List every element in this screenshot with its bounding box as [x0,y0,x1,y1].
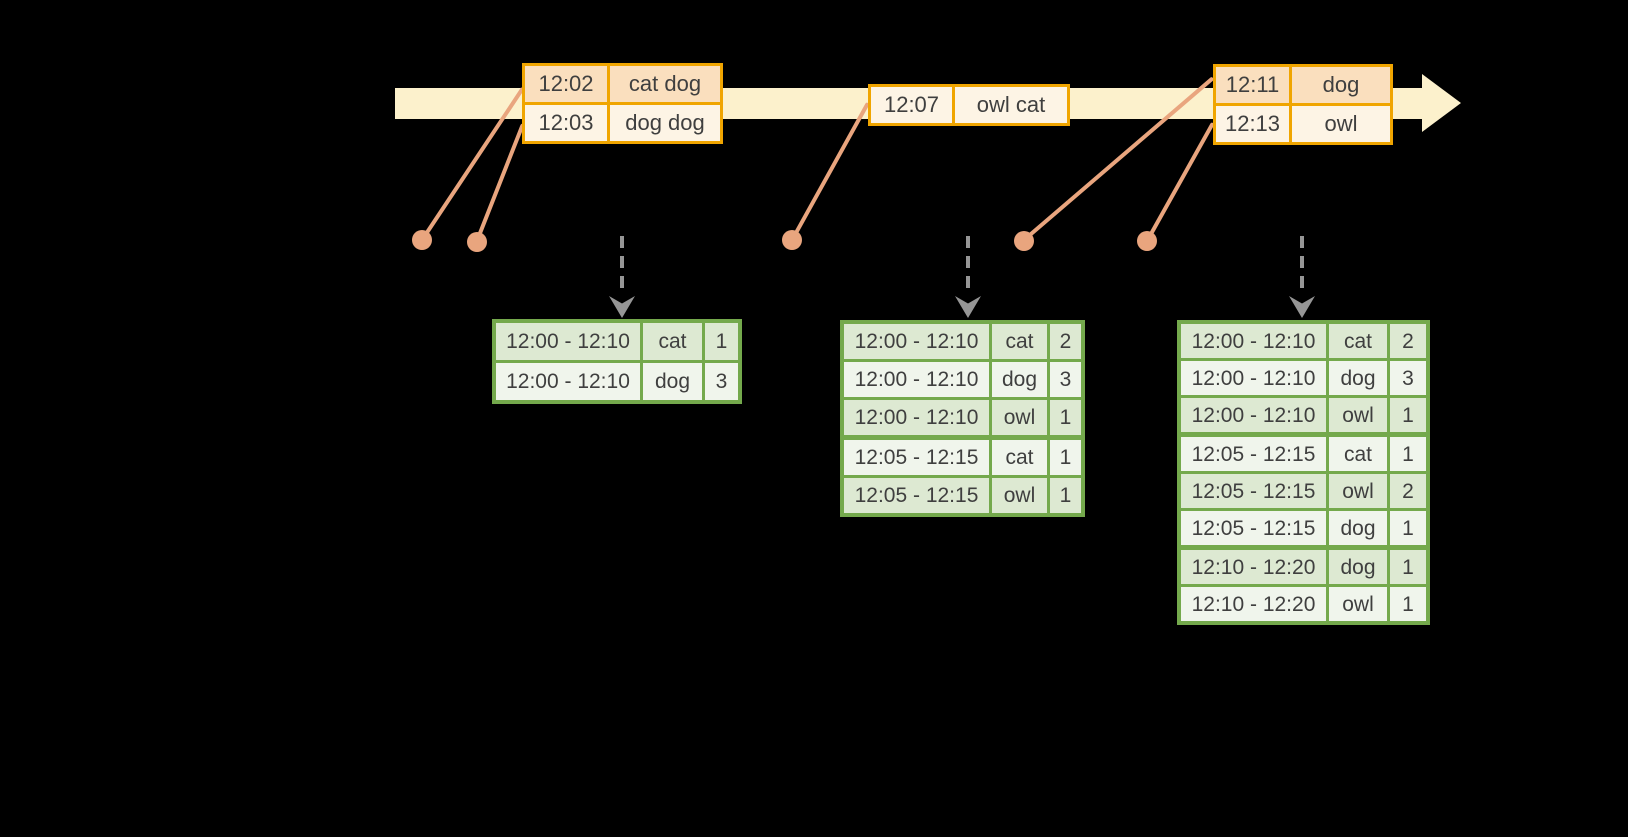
window-cell: 12:00 - 12:10 [1181,398,1326,432]
event-row: 12:03 dog dog [525,105,720,141]
result-row: 12:00 - 12:10 owl 1 [1181,398,1426,432]
window-cell: 12:05 - 12:15 [1181,511,1326,545]
count-cell: 2 [1390,474,1426,508]
word-cell: dog [1329,511,1387,545]
result-row: 12:05 - 12:15 dog 1 [1181,511,1426,545]
window-cell: 12:00 - 12:10 [1181,361,1326,395]
event-row: 12:02 cat dog [525,66,720,102]
trigger-arrow-shaft [966,236,970,296]
window-cell: 12:00 - 12:10 [1181,324,1326,358]
event-words-cell: owl cat [955,87,1067,123]
trigger-arrow-icon [955,236,981,318]
word-cell: owl [1329,398,1387,432]
count-cell: 1 [1390,398,1426,432]
window-cell: 12:05 - 12:15 [1181,474,1326,508]
count-cell: 1 [1390,511,1426,545]
window-cell: 12:05 - 12:15 [844,440,989,475]
word-cell: dog [1329,550,1387,584]
result-table-2: 12:00 - 12:10 cat 2 12:00 - 12:10 dog 3 … [840,320,1085,517]
word-cell: owl [992,478,1047,513]
word-cell: owl [992,400,1047,435]
event-time-cell: 12:11 [1216,67,1289,103]
word-cell: owl [1329,474,1387,508]
event-words-cell: owl [1292,106,1390,142]
trigger-arrow-icon [1289,236,1315,318]
event-dot-icon [1014,231,1034,251]
result-row: 12:05 - 12:15 cat 1 [844,440,1081,475]
result-row: 12:00 - 12:10 cat 2 [1181,324,1426,358]
event-dot-icon [782,230,802,250]
count-cell: 3 [1390,361,1426,395]
result-row: 12:00 - 12:10 dog 3 [496,363,738,400]
window-cell: 12:00 - 12:10 [844,324,989,359]
event-words-cell: dog [1292,67,1390,103]
connector-line [1145,122,1215,242]
window-cell: 12:00 - 12:10 [844,400,989,435]
result-row: 12:00 - 12:10 owl 1 [844,400,1081,435]
word-cell: cat [643,323,702,360]
connector-line [790,102,870,242]
word-cell: owl [1329,587,1387,621]
window-cell: 12:05 - 12:15 [844,478,989,513]
count-cell: 1 [1050,440,1081,475]
event-time-cell: 12:03 [525,105,607,141]
trigger-arrowhead-icon [1289,296,1315,318]
word-cell: cat [1329,324,1387,358]
event-time-cell: 12:13 [1216,106,1289,142]
result-row: 12:00 - 12:10 dog 3 [844,362,1081,397]
timeline-arrowhead-icon [1422,74,1461,132]
event-row: 12:11 dog [1216,67,1390,103]
trigger-arrow-icon [609,236,635,318]
result-row: 12:05 - 12:15 owl 2 [1181,474,1426,508]
event-words-cell: cat dog [610,66,720,102]
result-row: 12:05 - 12:15 owl 1 [844,478,1081,513]
result-table-1: 12:00 - 12:10 cat 1 12:00 - 12:10 dog 3 [492,319,742,404]
event-row: 12:07 owl cat [871,87,1067,123]
result-row: 12:10 - 12:20 dog 1 [1181,550,1426,584]
event-table-1: 12:02 cat dog 12:03 dog dog [522,63,723,144]
result-row: 12:00 - 12:10 cat 2 [844,324,1081,359]
word-cell: cat [992,440,1047,475]
event-table-2: 12:07 owl cat [868,84,1070,126]
count-cell: 1 [1390,437,1426,471]
window-cell: 12:00 - 12:10 [496,363,640,400]
window-cell: 12:10 - 12:20 [1181,550,1326,584]
event-row: 12:13 owl [1216,106,1390,142]
result-row: 12:10 - 12:20 owl 1 [1181,587,1426,621]
count-cell: 1 [1050,400,1081,435]
word-cell: cat [992,324,1047,359]
count-cell: 1 [1050,478,1081,513]
count-cell: 1 [705,323,738,360]
event-time-cell: 12:02 [525,66,607,102]
word-cell: dog [1329,361,1387,395]
count-cell: 1 [1390,587,1426,621]
window-cell: 12:00 - 12:10 [496,323,640,360]
event-time-cell: 12:07 [871,87,952,123]
count-cell: 2 [1050,324,1081,359]
event-words-cell: dog dog [610,105,720,141]
trigger-arrowhead-icon [955,296,981,318]
count-cell: 3 [705,363,738,400]
window-cell: 12:05 - 12:15 [1181,437,1326,471]
word-cell: cat [1329,437,1387,471]
event-dot-icon [1137,231,1157,251]
result-row: 12:00 - 12:10 cat 1 [496,323,738,360]
trigger-arrow-shaft [620,236,624,296]
result-row: 12:05 - 12:15 cat 1 [1181,437,1426,471]
count-cell: 2 [1390,324,1426,358]
trigger-arrowhead-icon [609,296,635,318]
event-dot-icon [467,232,487,252]
trigger-arrow-shaft [1300,236,1304,296]
connector-line [474,123,525,242]
event-table-3: 12:11 dog 12:13 owl [1213,64,1393,145]
word-cell: dog [992,362,1047,397]
count-cell: 1 [1390,550,1426,584]
window-cell: 12:00 - 12:10 [844,362,989,397]
window-cell: 12:10 - 12:20 [1181,587,1326,621]
count-cell: 3 [1050,362,1081,397]
result-table-3: 12:00 - 12:10 cat 2 12:00 - 12:10 dog 3 … [1177,320,1430,625]
event-dot-icon [412,230,432,250]
result-row: 12:00 - 12:10 dog 3 [1181,361,1426,395]
word-cell: dog [643,363,702,400]
